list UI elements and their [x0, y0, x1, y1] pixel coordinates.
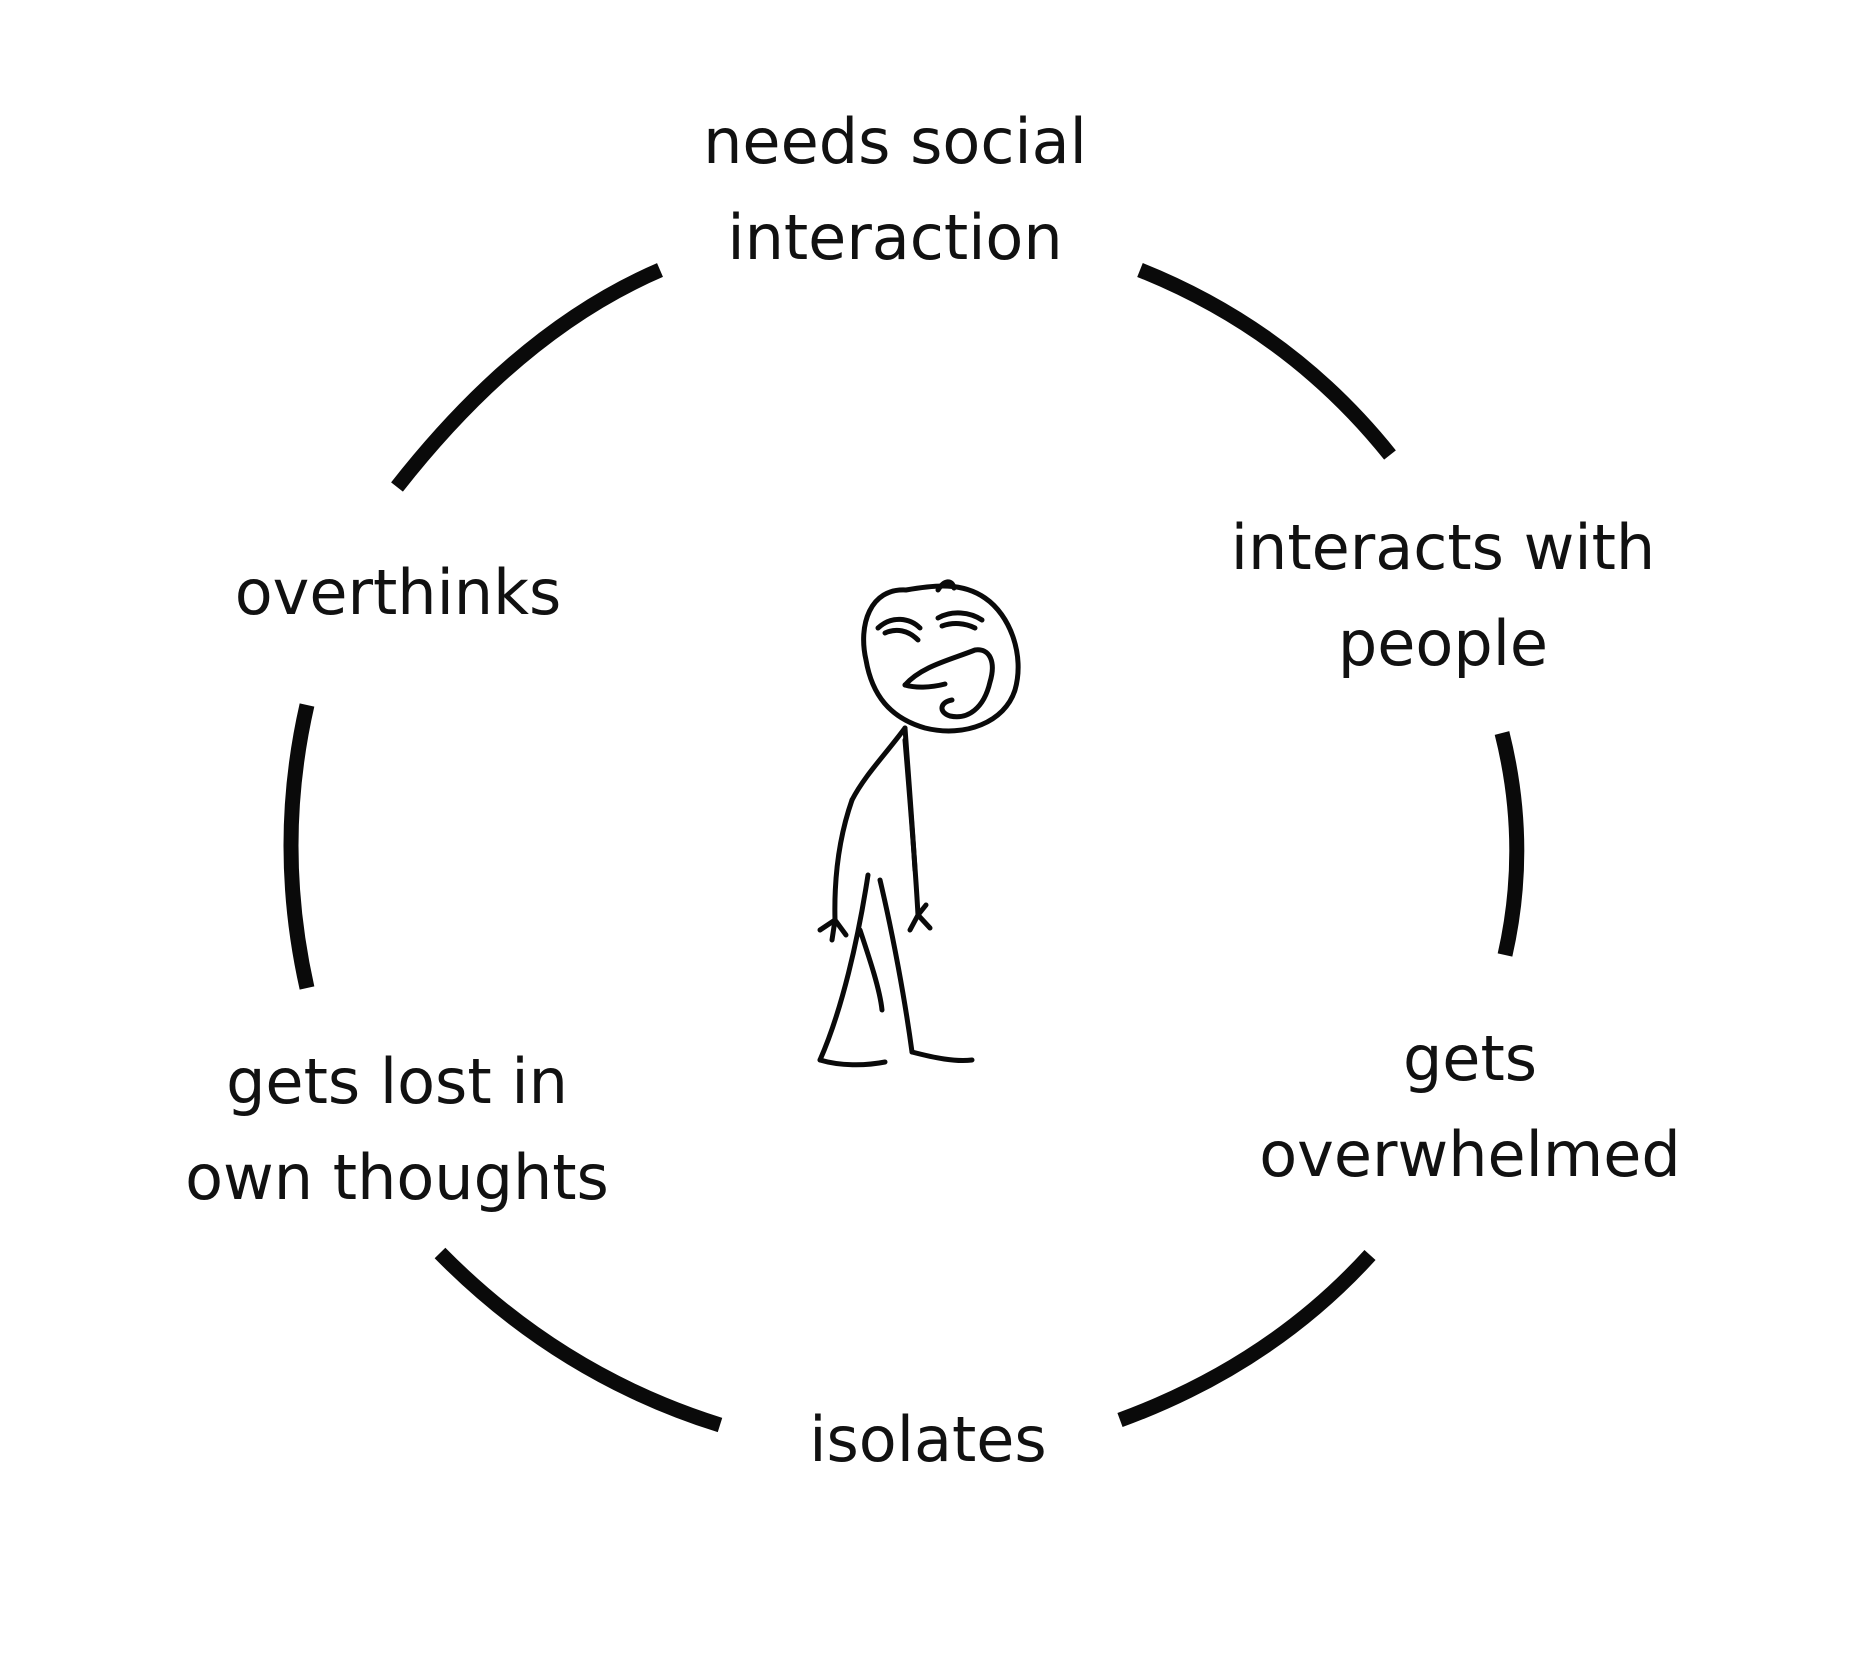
edge-overthinks-to-needs-social-interaction	[391, 263, 663, 492]
node-isolates: isolates	[809, 1392, 1046, 1488]
node-overthinks-line-1: overthinks	[234, 556, 562, 629]
node-isolates-line-1: isolates	[809, 1403, 1047, 1476]
node-gets-overwhelmed-line-1: gets	[1402, 1022, 1538, 1095]
node-interacts-with-people-line-2: people	[1337, 607, 1549, 680]
node-gets-overwhelmed: gets overwhelmed	[1259, 1011, 1681, 1203]
edge-isolates-to-gets-lost-in-own-thoughts	[434, 1247, 723, 1433]
node-needs-social-interaction: needs social interaction	[703, 94, 1087, 286]
node-interacts-with-people-line-1: interacts with	[1230, 511, 1656, 584]
node-gets-lost-in-own-thoughts: gets lost in own thoughts	[185, 1034, 609, 1226]
edge-interacts-with-people-to-gets-overwhelmed	[1494, 731, 1525, 957]
node-overthinks: overthinks	[235, 545, 562, 641]
node-gets-lost-in-own-thoughts-line-2: own thoughts	[185, 1141, 609, 1214]
stick-figure-body	[817, 725, 975, 1068]
node-needs-social-interaction-line-2: interaction	[727, 201, 1063, 274]
node-needs-social-interaction-line-1: needs social	[703, 105, 1087, 178]
node-gets-lost-in-own-thoughts-line-1: gets lost in	[226, 1045, 568, 1118]
stick-figure-head	[861, 579, 1021, 734]
edge-gets-lost-in-own-thoughts-to-overthinks	[283, 703, 315, 990]
edge-gets-overwhelmed-to-isolates	[1117, 1249, 1376, 1428]
edge-needs-social-interaction-to-interacts-with-people	[1137, 263, 1396, 460]
node-interacts-with-people: interacts with people	[1231, 500, 1655, 692]
node-gets-overwhelmed-line-2: overwhelmed	[1259, 1118, 1681, 1191]
